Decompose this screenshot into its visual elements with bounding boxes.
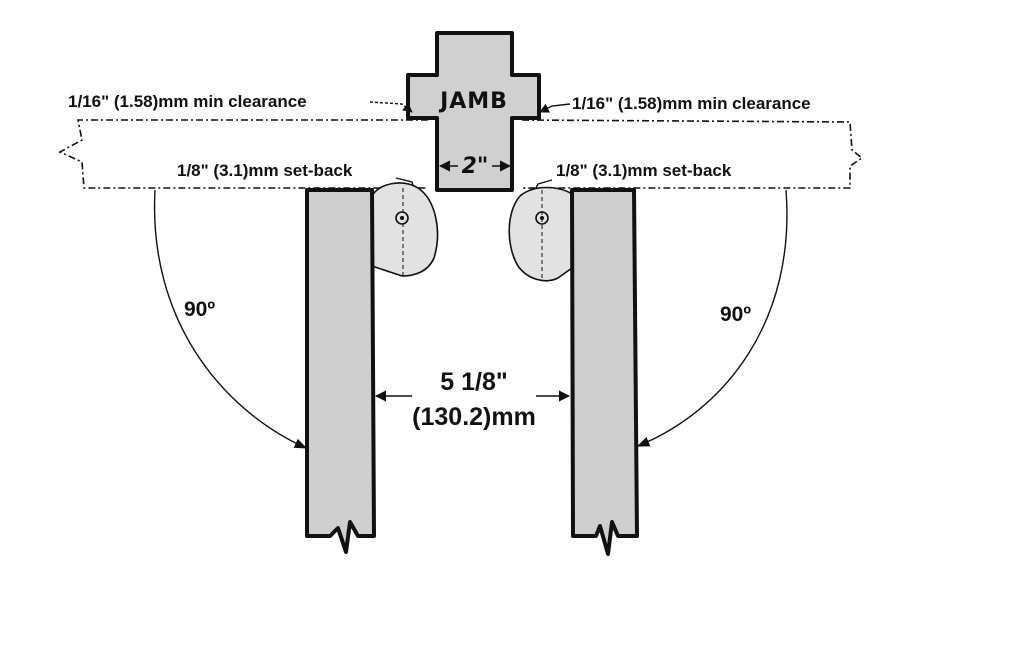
setback-right-label: 1/8" (3.1)mm set-back xyxy=(556,161,732,180)
swing-arc-left xyxy=(153,189,308,449)
door-left-open xyxy=(305,188,376,554)
door-right-open xyxy=(570,188,639,556)
hinge-left-pin xyxy=(395,211,409,225)
jamb-label: JAMB xyxy=(438,89,508,114)
clearance-right-label: 1/16" (1.58)mm min clearance xyxy=(572,94,811,113)
clearance-right-leader xyxy=(539,103,571,113)
closed-door-right-outline xyxy=(521,119,864,189)
angle-right-label: 90º xyxy=(720,303,751,326)
clearance-left-leader xyxy=(369,101,413,113)
setback-left-label: 1/8" (3.1)mm set-back xyxy=(177,161,353,180)
gap-metric-label: (130.2)mm xyxy=(412,403,536,431)
closed-door-outline xyxy=(58,119,864,189)
jamb-block xyxy=(406,31,541,192)
hinge-left xyxy=(371,182,439,278)
swing-arc-right xyxy=(636,189,788,447)
closed-door-left-outline xyxy=(58,119,428,189)
angle-left-label: 90º xyxy=(184,298,215,321)
clearance-left-label: 1/16" (1.58)mm min clearance xyxy=(68,92,307,111)
hinge-right-pin xyxy=(535,211,549,225)
hinge-right xyxy=(508,186,573,282)
jamb-width-label: 2" xyxy=(462,154,489,179)
gap-imperial-label: 5 1/8" xyxy=(440,368,507,396)
